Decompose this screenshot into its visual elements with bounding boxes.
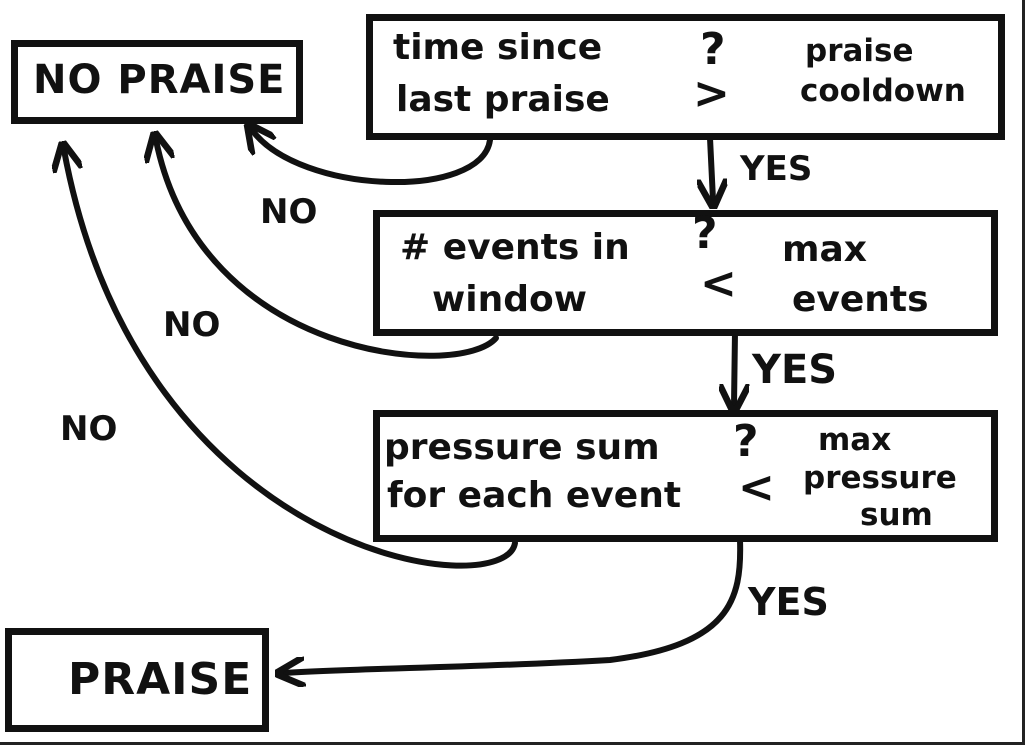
no-arrow-1 — [252, 130, 493, 185]
yes-label-3: YES — [748, 580, 829, 624]
check1-right-line1: praise — [805, 33, 914, 69]
check3-right-line3: sum — [860, 497, 933, 533]
praise-box — [5, 628, 269, 732]
check1-question: ? — [700, 24, 726, 75]
no-label-2: NO — [163, 305, 221, 345]
no-arrow-3 — [64, 150, 518, 569]
no-praise-box — [11, 40, 303, 124]
event-count-check-box — [373, 210, 998, 336]
check1-operator: > — [693, 68, 730, 119]
check2-question: ? — [692, 208, 718, 259]
check3-question: ? — [733, 416, 759, 467]
no-arrow-2 — [156, 140, 499, 359]
yes-arrow-3 — [284, 537, 744, 673]
check2-right-line2: events — [792, 279, 929, 320]
check3-left-line1: pressure sum — [384, 427, 660, 468]
yes-arrow-2 — [734, 329, 735, 405]
check2-right-line1: max — [782, 229, 868, 270]
pressure-check-box — [373, 410, 998, 542]
check2-operator: < — [700, 258, 737, 309]
check2-left-line1: # events in — [400, 227, 630, 268]
check3-left-line2: for each event — [387, 475, 682, 516]
check1-left-line1: time since — [393, 27, 603, 68]
cooldown-check-box — [366, 14, 1005, 140]
check1-right-line2: cooldown — [800, 73, 966, 109]
check2-left-line2: window — [432, 279, 587, 320]
yes-label-1: YES — [740, 149, 813, 189]
check3-right-line1: max — [818, 422, 892, 458]
yes-arrow-1 — [710, 135, 713, 200]
no-label-3: NO — [60, 409, 118, 449]
no-praise-label: NO PRAISE — [33, 57, 286, 103]
check3-operator: < — [738, 462, 775, 513]
check1-left-line2: last praise — [396, 79, 610, 120]
praise-label: PRAISE — [68, 654, 253, 705]
no-label-1: NO — [260, 192, 318, 232]
yes-label-2: YES — [752, 347, 838, 393]
check3-right-line2: pressure — [803, 460, 957, 496]
